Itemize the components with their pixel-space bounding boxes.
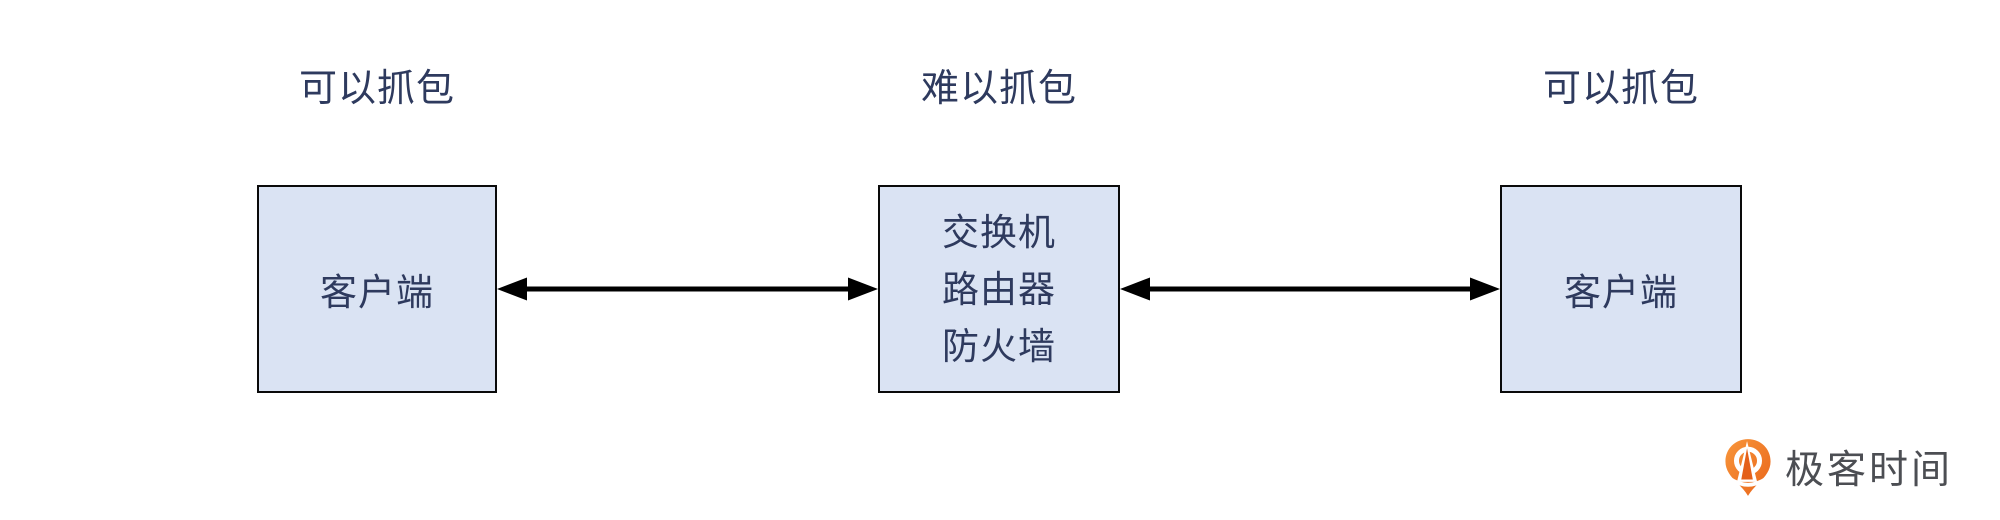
double-arrow-icon-right xyxy=(1120,277,1500,301)
node-middleboxes-line-switch: 交换机 xyxy=(942,211,1056,253)
caption-can-capture-right: 可以抓包 xyxy=(1542,68,1699,110)
node-client-right-label: 客户端 xyxy=(1564,272,1678,313)
node-middleboxes: 交换机 路由器 防火墙 xyxy=(878,185,1120,393)
node-middleboxes-labels: 交换机 路由器 防火墙 xyxy=(942,204,1056,375)
geektime-pin-icon xyxy=(1725,438,1771,496)
node-client-left: 客户端 xyxy=(257,185,497,393)
geektime-logo-text: 极客时间 xyxy=(1785,449,1954,492)
node-middleboxes-line-router: 路由器 xyxy=(942,268,1056,310)
geektime-logo: 极客时间 xyxy=(1724,436,1953,498)
node-client-right: 客户端 xyxy=(1500,185,1742,393)
double-arrow-icon-left xyxy=(497,277,878,301)
node-client-left-label: 客户端 xyxy=(320,272,434,313)
caption-can-capture-left: 可以抓包 xyxy=(298,68,455,110)
caption-hard-to-capture: 难以抓包 xyxy=(920,68,1077,110)
node-middleboxes-line-firewall: 防火墙 xyxy=(942,325,1056,367)
